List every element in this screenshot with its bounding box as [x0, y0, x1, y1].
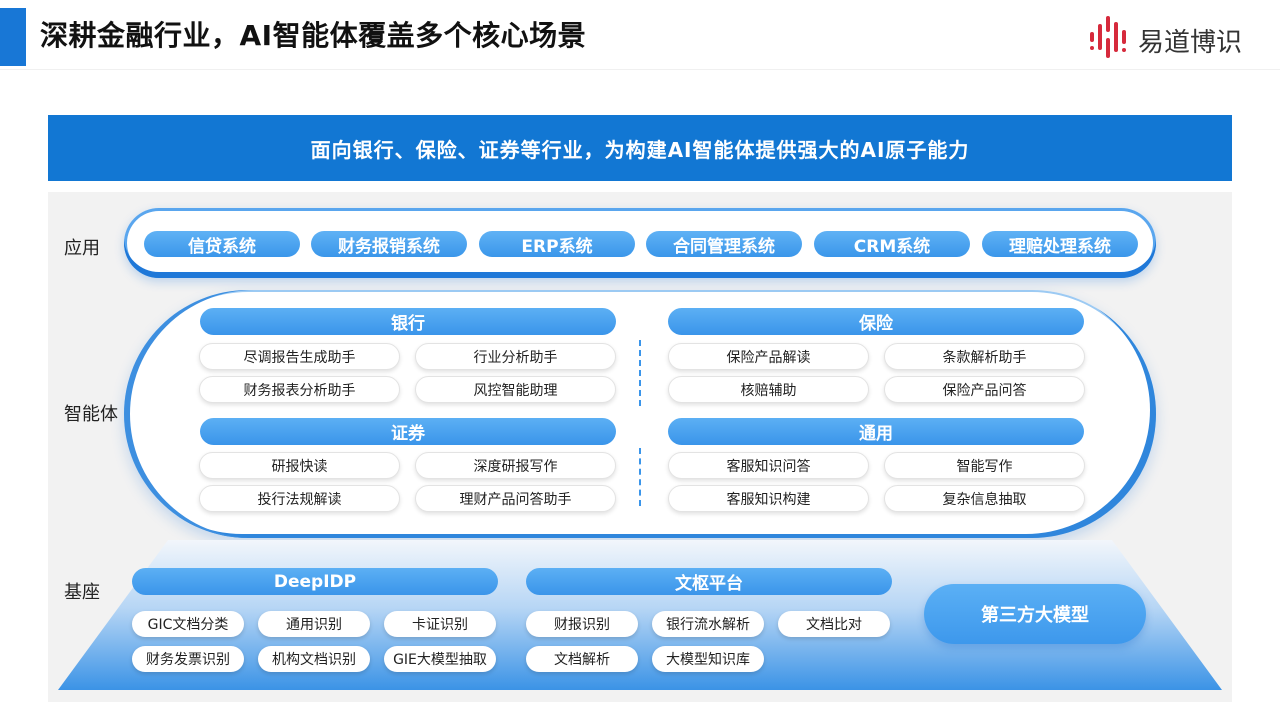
- category-bank: 银行: [200, 308, 616, 335]
- base-item: 机构文档识别: [258, 646, 370, 672]
- third-party-model: 第三方大模型: [924, 584, 1146, 644]
- base-item: GIC文档分类: [132, 611, 244, 637]
- banner-text: 面向银行、保险、证券等行业，为构建AI智能体提供强大的AI原子能力: [310, 137, 970, 162]
- base-item: GIE大模型抽取: [384, 646, 496, 672]
- agent-item: 条款解析助手: [884, 343, 1085, 370]
- agent-item: 研报快读: [199, 452, 400, 479]
- category-insurance: 保险: [668, 308, 1084, 335]
- base-item: 财务发票识别: [132, 646, 244, 672]
- logo-mark-icon: [1090, 16, 1126, 58]
- category-platform: 文枢平台: [526, 568, 892, 595]
- page-title: 深耕金融行业，AI智能体覆盖多个核心场景: [40, 19, 587, 52]
- agent-item: 财务报表分析助手: [199, 376, 400, 403]
- apps-row: 信贷系统 财务报销系统 ERP系统 合同管理系统 CRM系统 理赔处理系统: [124, 208, 1156, 278]
- title-accent-bar: [0, 8, 26, 66]
- base-item: 银行流水解析: [652, 611, 764, 637]
- app-pill: 财务报销系统: [311, 231, 467, 257]
- base-item: 通用识别: [258, 611, 370, 637]
- header: 深耕金融行业，AI智能体覆盖多个核心场景 易道博识: [0, 0, 1280, 70]
- agent-item: 理财产品问答助手: [415, 485, 616, 512]
- agent-item: 保险产品解读: [668, 343, 869, 370]
- base-item: 大模型知识库: [652, 646, 764, 672]
- agent-item: 深度研报写作: [415, 452, 616, 479]
- logo: 易道博识: [1088, 14, 1258, 60]
- agent-item: 客服知识问答: [668, 452, 869, 479]
- agent-item: 核赔辅助: [668, 376, 869, 403]
- agent-item: 复杂信息抽取: [884, 485, 1085, 512]
- divider: [639, 340, 641, 406]
- label-apps: 应用: [64, 238, 100, 259]
- label-base: 基座: [64, 582, 100, 603]
- category-securities: 证券: [200, 418, 616, 445]
- app-pill: 合同管理系统: [646, 231, 802, 257]
- app-pill: ERP系统: [479, 231, 635, 257]
- agent-item: 客服知识构建: [668, 485, 869, 512]
- divider: [639, 448, 641, 506]
- label-agents: 智能体: [64, 404, 118, 425]
- category-deepidp: DeepIDP: [132, 568, 498, 595]
- agent-item: 保险产品问答: [884, 376, 1085, 403]
- agent-item: 智能写作: [884, 452, 1085, 479]
- agent-item: 行业分析助手: [415, 343, 616, 370]
- agent-item: 风控智能助理: [415, 376, 616, 403]
- banner: 面向银行、保险、证券等行业，为构建AI智能体提供强大的AI原子能力: [48, 115, 1232, 181]
- base-item: 卡证识别: [384, 611, 496, 637]
- agent-item: 投行法规解读: [199, 485, 400, 512]
- logo-text: 易道博识: [1138, 28, 1243, 58]
- app-pill: CRM系统: [814, 231, 970, 257]
- base-item: 文档解析: [526, 646, 638, 672]
- app-pill: 信贷系统: [144, 231, 300, 257]
- agent-item: 尽调报告生成助手: [199, 343, 400, 370]
- app-pill: 理赔处理系统: [982, 231, 1138, 257]
- base-item: 文档比对: [778, 611, 890, 637]
- base-item: 财报识别: [526, 611, 638, 637]
- category-general: 通用: [668, 418, 1084, 445]
